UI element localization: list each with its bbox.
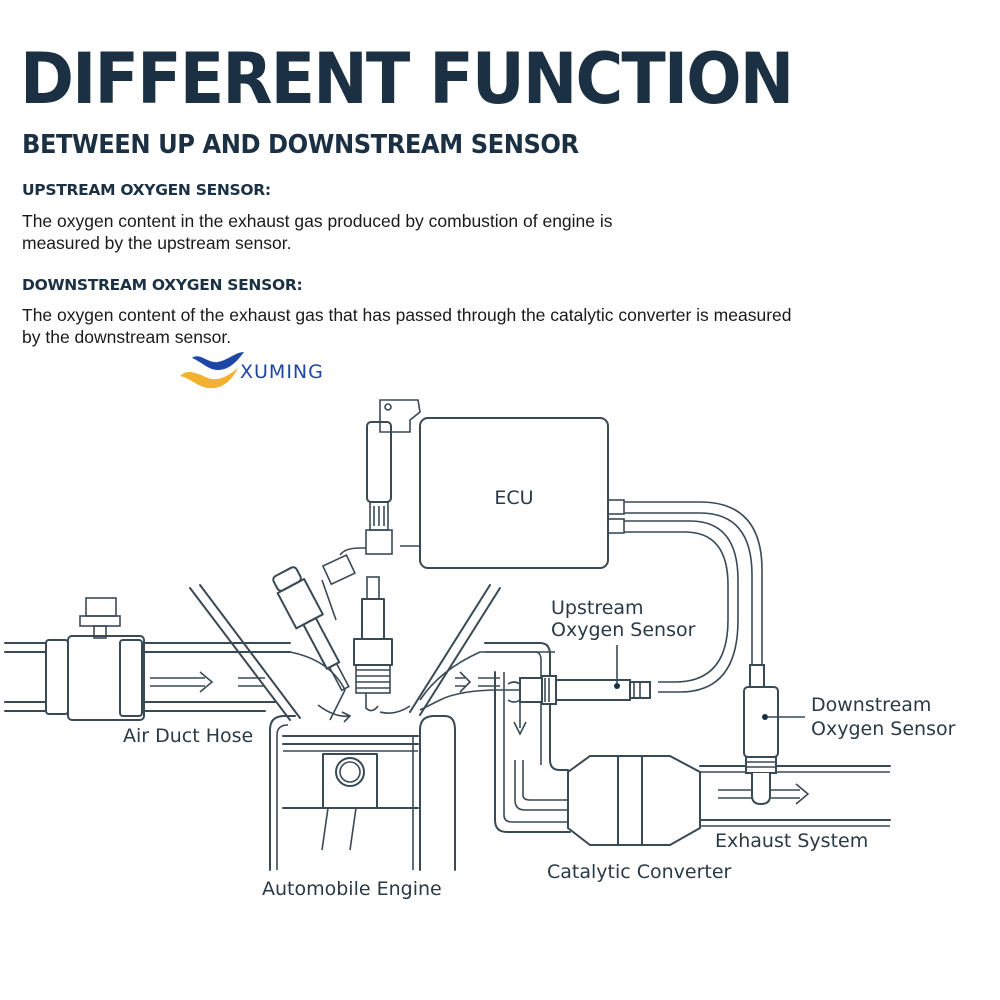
- spark-plug: [353, 576, 393, 712]
- page-subtitle: BETWEEN UP AND DOWNSTREAM SENSOR: [22, 130, 579, 160]
- upstream-heading: UPSTREAM OXYGEN SENSOR:: [22, 181, 271, 199]
- upstream-description-line-2: measured by the upstream sensor.: [22, 233, 292, 253]
- air-duct-hose: [4, 597, 291, 721]
- downstream-description-line-2: by the downstream sensor.: [22, 327, 232, 347]
- upstream-oxygen-sensor: [507, 645, 651, 705]
- injector-connector: [321, 553, 356, 621]
- automobile-engine: [269, 715, 456, 871]
- sensor-wires: [624, 501, 763, 693]
- brand-wave-icon: [180, 352, 244, 389]
- downstream-description: The oxygen content of the exhaust gas th…: [22, 304, 792, 348]
- exhaust-system-label: Exhaust System: [715, 830, 868, 852]
- catalytic-converter-label: Catalytic Converter: [547, 861, 732, 883]
- catalytic-converter: [567, 755, 701, 846]
- downstream-sensor-label-line-2: Oxygen Sensor: [811, 718, 956, 740]
- air-duct-hose-label: Air Duct Hose: [123, 725, 253, 747]
- ecu-unit: [400, 417, 625, 569]
- page-title: DIFFERENT FUNCTION: [20, 38, 794, 120]
- downstream-heading: DOWNSTREAM OXYGEN SENSOR:: [22, 276, 303, 294]
- brand-logo: XUMING: [178, 350, 358, 392]
- upstream-description-line-1: The oxygen content in the exhaust gas pr…: [22, 211, 613, 231]
- upstream-description: The oxygen content in the exhaust gas pr…: [22, 210, 613, 254]
- brand-name: XUMING: [240, 361, 324, 383]
- exhaust-system: [699, 765, 891, 827]
- fuel-injector: [272, 566, 350, 692]
- engine-head: [189, 584, 555, 723]
- automobile-engine-label: Automobile Engine: [262, 878, 442, 900]
- upstream-sensor-label-line-1: Upstream: [551, 597, 644, 619]
- downstream-sensor-label-line-1: Downstream: [811, 694, 931, 716]
- downstream-oxygen-sensor: [743, 664, 805, 806]
- ecu-label: ECU: [494, 487, 533, 509]
- downstream-description-line-1: The oxygen content of the exhaust gas th…: [22, 305, 792, 325]
- exhaust-manifold: [484, 642, 571, 833]
- upstream-sensor-label-line-2: Oxygen Sensor: [551, 619, 696, 641]
- ignition-coil: [339, 399, 421, 556]
